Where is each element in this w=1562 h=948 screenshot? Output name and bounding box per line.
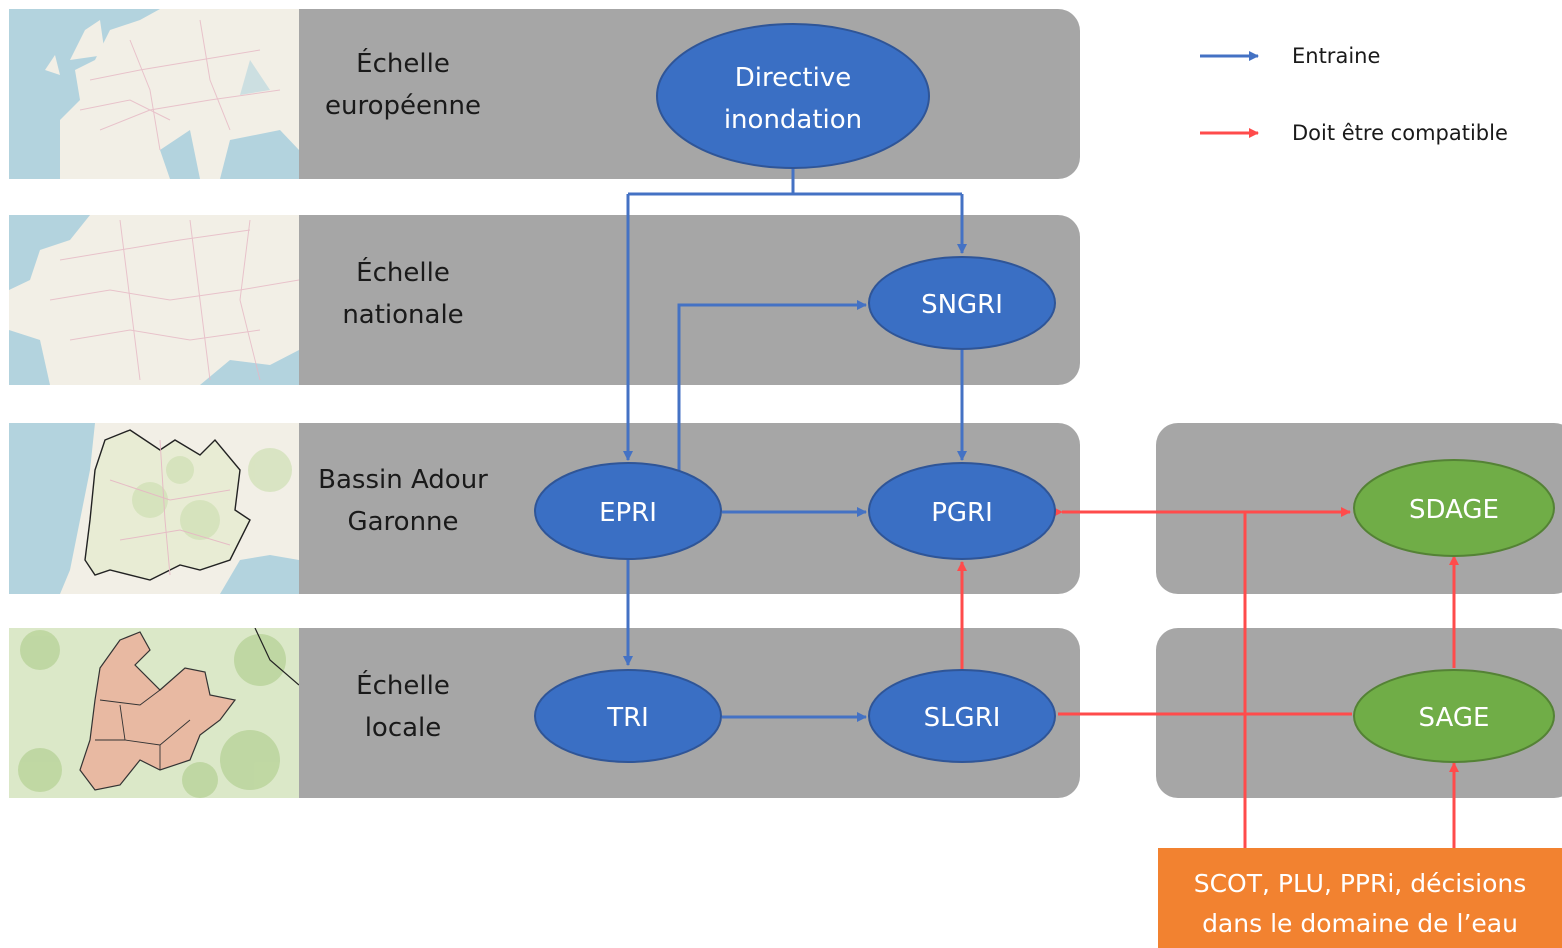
node-tri-label: TRI — [606, 703, 649, 733]
legend: Entraine Doit être compatible — [1200, 44, 1508, 145]
node-epri-label: EPRI — [599, 498, 657, 528]
scale-label-basin: Bassin Adour — [318, 465, 488, 495]
scale-label-europe: Échelle — [356, 47, 450, 79]
node-epri[interactable]: EPRI — [534, 462, 722, 560]
scale-label-national: Échelle — [356, 256, 450, 288]
scale-label-europe-2: européenne — [325, 91, 481, 121]
map-local-communes — [9, 628, 299, 798]
scale-label-basin-2: Garonne — [347, 507, 458, 537]
connector-directive-epri — [628, 192, 962, 460]
planning-documents-box[interactable]: SCOT, PLU, PPRi, décisions dans le domai… — [1158, 848, 1562, 948]
legend-compatible-label: Doit être compatible — [1292, 121, 1508, 145]
scale-labels: Échelle européenne Échelle nationale Bas… — [318, 47, 488, 743]
scale-label-national-2: nationale — [342, 300, 463, 330]
connector-epri-sngri — [677, 300, 867, 475]
node-sdage[interactable]: SDAGE — [1353, 459, 1555, 557]
band-national — [200, 215, 1080, 385]
node-sage[interactable]: SAGE — [1353, 669, 1555, 763]
planning-documents-label: SCOT, PLU, PPRi, décisions — [1194, 869, 1527, 898]
nodes: Directive inondation SNGRI EPRI PGRI TRI… — [534, 23, 1555, 763]
node-pgri[interactable]: PGRI — [868, 462, 1056, 560]
node-pgri-label: PGRI — [931, 498, 993, 528]
node-sngri-label: SNGRI — [921, 290, 1003, 320]
entraine-connectors — [628, 168, 967, 722]
map-europe — [9, 9, 299, 179]
scale-label-local-2: locale — [365, 713, 442, 743]
node-slgri-label: SLGRI — [924, 703, 1001, 733]
node-directive-label: Directive — [735, 63, 851, 93]
legend-entraine-label: Entraine — [1292, 44, 1380, 68]
node-sage-label: SAGE — [1419, 703, 1490, 733]
scale-label-local: Échelle — [356, 669, 450, 701]
compatible-connectors — [957, 507, 1459, 848]
node-directive[interactable]: Directive inondation — [656, 23, 930, 169]
node-sdage-label: SDAGE — [1409, 495, 1499, 525]
node-sngri[interactable]: SNGRI — [868, 256, 1056, 350]
map-france — [9, 215, 299, 385]
node-tri[interactable]: TRI — [534, 669, 722, 763]
node-directive-label-2: inondation — [724, 105, 862, 135]
node-slgri[interactable]: SLGRI — [868, 669, 1056, 763]
planning-documents-label-2: dans le domaine de l’eau — [1202, 909, 1518, 938]
map-adour-garonne — [9, 423, 299, 594]
